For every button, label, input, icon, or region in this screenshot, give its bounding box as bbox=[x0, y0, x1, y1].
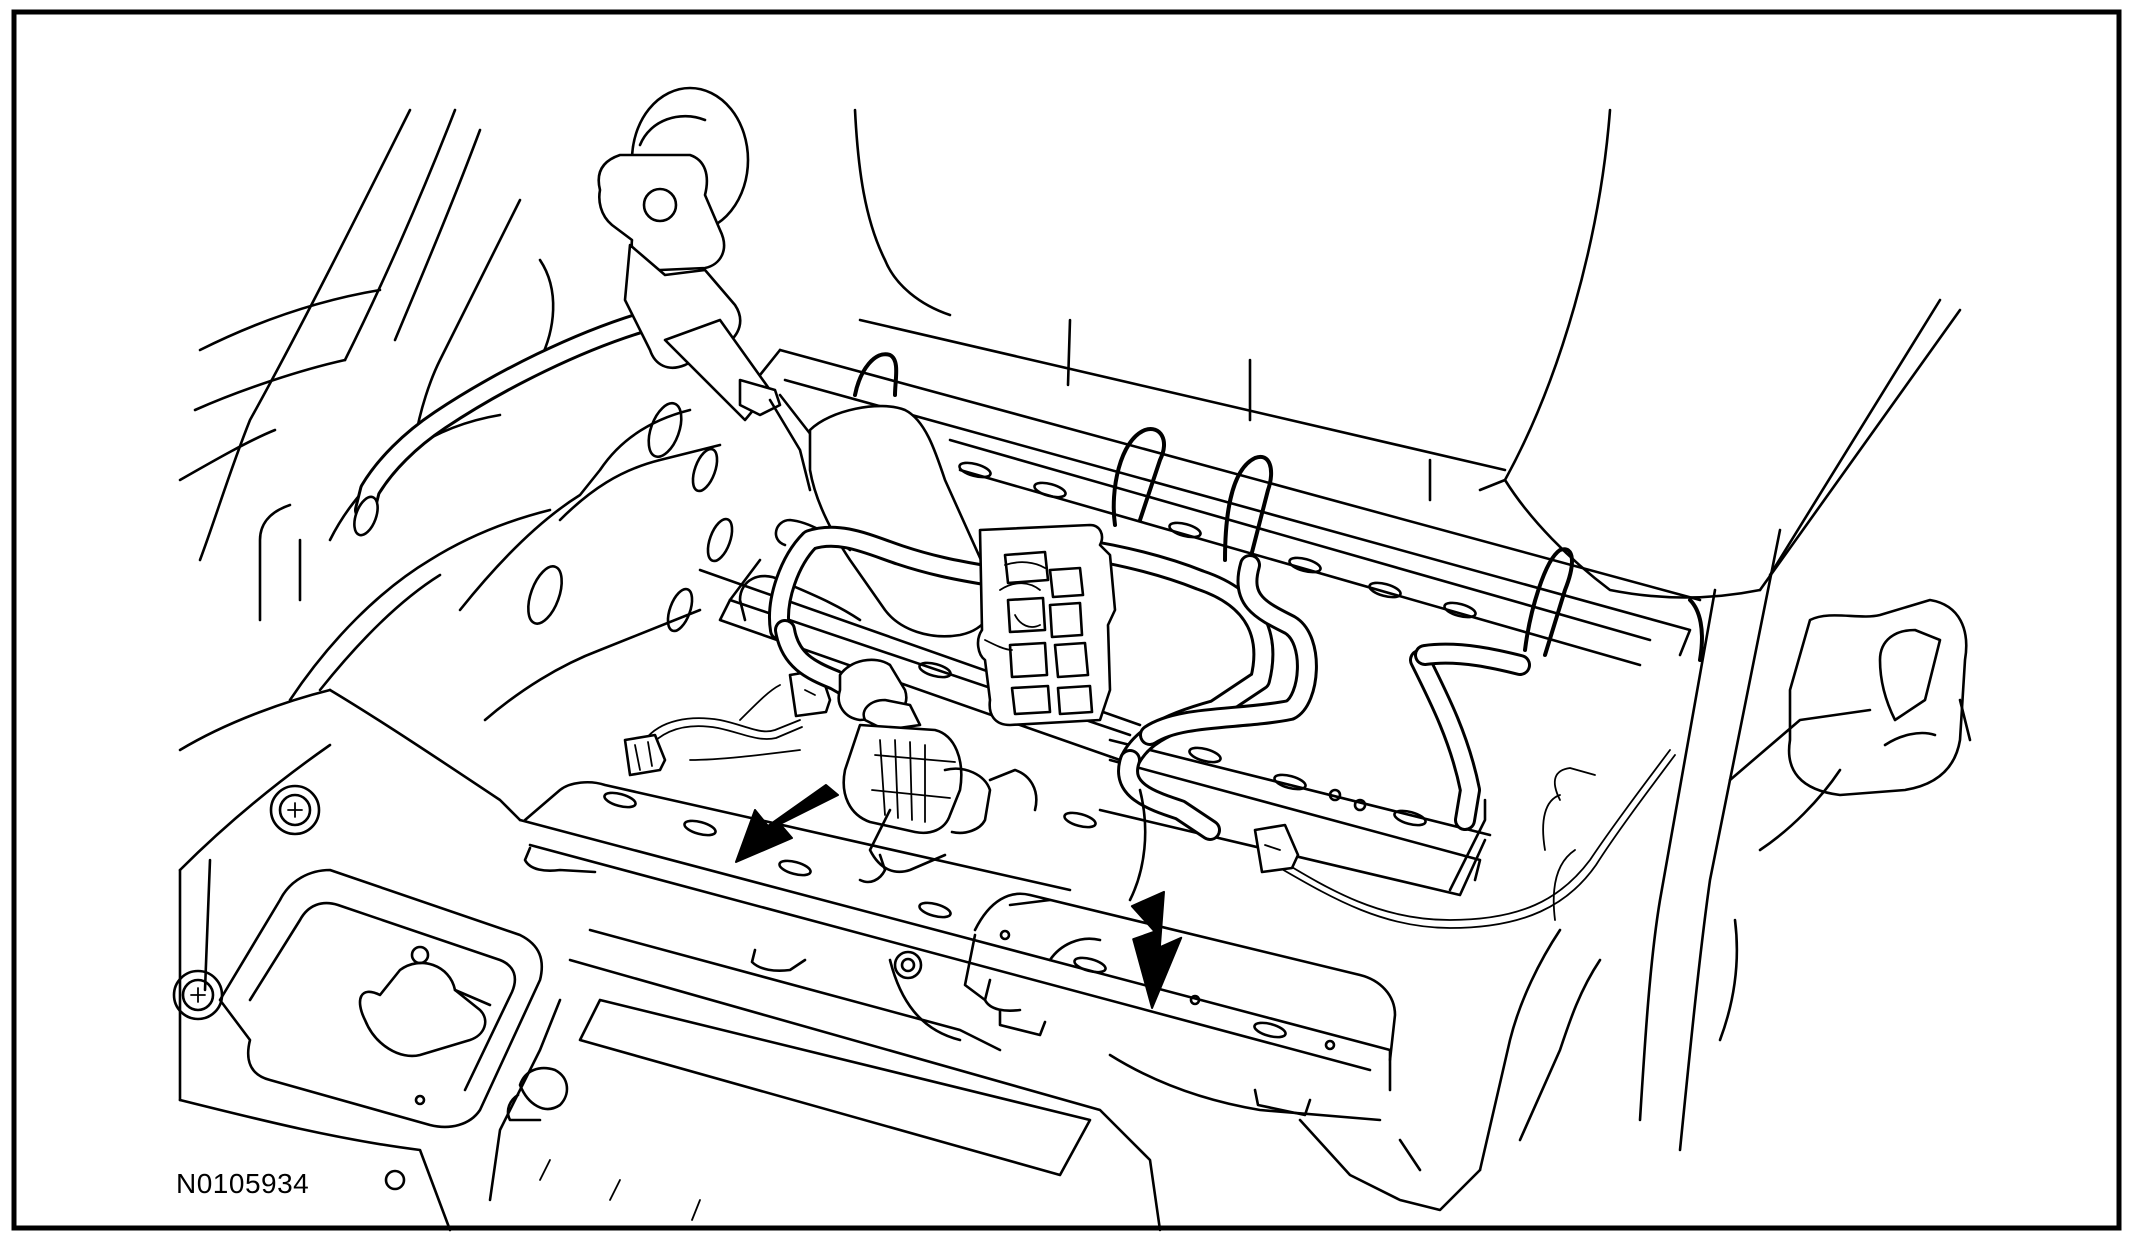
fastener-center bbox=[893, 950, 923, 980]
fastener-lower-left bbox=[172, 969, 224, 1021]
harness-clip-right bbox=[1253, 823, 1300, 874]
callout-arrow-left bbox=[735, 784, 839, 863]
figure-id-label: N0105934 bbox=[176, 1168, 310, 1199]
callout-arrow-right bbox=[1130, 890, 1183, 1009]
fastener-left bbox=[269, 784, 321, 836]
seat-back-cushion bbox=[853, 108, 1962, 599]
harness-clip-left bbox=[623, 733, 667, 777]
seat-springs bbox=[853, 352, 1704, 662]
frame-slots bbox=[603, 461, 1477, 1051]
top-electrical-connector bbox=[597, 86, 827, 492]
vehicle-floor-structure bbox=[172, 108, 1972, 1232]
figure-border bbox=[11, 9, 2122, 1231]
harness-boot-and-connector bbox=[738, 404, 1038, 884]
multi-pin-connector bbox=[976, 523, 1117, 727]
front-seat-rail bbox=[963, 788, 1397, 1062]
